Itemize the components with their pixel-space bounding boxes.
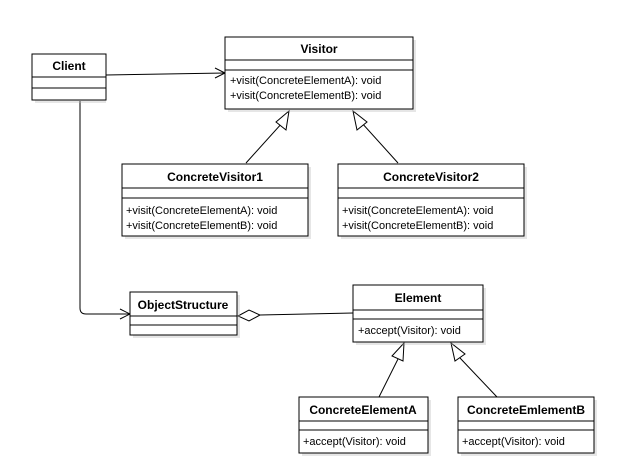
class-name: ConcreteEmlementB	[467, 403, 585, 417]
class-name: ConcreteVisitor2	[383, 170, 479, 184]
relation-elementa-generalization	[378, 341, 405, 398]
relations	[79, 67, 498, 398]
class-concrete-element-b[interactable]: ConcreteEmlementB +accept(Visitor): void	[457, 396, 597, 456]
generalization-triangle-icon	[275, 109, 290, 131]
class-member: +visit(ConcreteElementA): void	[230, 75, 381, 87]
class-member: +visit(ConcreteElementA): void	[126, 205, 277, 217]
generalization-triangle-icon	[391, 341, 405, 362]
class-member: +accept(Visitor): void	[358, 325, 461, 337]
class-member: +accept(Visitor): void	[303, 436, 406, 448]
generalization-triangle-icon	[352, 109, 368, 131]
class-member: +accept(Visitor): void	[462, 436, 565, 448]
class-name: Client	[52, 59, 85, 73]
generalization-triangle-icon	[450, 341, 466, 362]
relation-client-visitor	[105, 67, 227, 79]
class-name: ConcreteVisitor1	[167, 170, 263, 184]
class-client[interactable]: Client	[31, 53, 107, 103]
relation-elementb-generalization	[450, 341, 498, 398]
relation-visitor1-generalization	[245, 109, 290, 164]
class-name: Visitor	[300, 42, 337, 56]
class-concrete-visitor1[interactable]: ConcreteVisitor1 +visit(ConcreteElementA…	[121, 163, 311, 239]
class-member: +visit(ConcreteElementB): void	[126, 220, 277, 232]
relation-visitor2-generalization	[352, 109, 399, 164]
class-name: ObjectStructure	[138, 298, 229, 312]
class-object-structure[interactable]: ObjectStructure	[129, 291, 240, 338]
class-name: Element	[395, 291, 442, 305]
class-name: ConcreteElementA	[309, 403, 417, 417]
class-concrete-element-a[interactable]: ConcreteElementA +accept(Visitor): void	[298, 396, 431, 456]
class-visitor[interactable]: Visitor +visit(ConcreteElementA): void +…	[224, 36, 416, 112]
aggregation-diamond-icon	[236, 309, 262, 322]
class-element[interactable]: Element +accept(Visitor): void	[352, 284, 486, 345]
relation-objectstructure-element	[236, 309, 354, 322]
class-member: +visit(ConcreteElementA): void	[342, 205, 493, 217]
class-member: +visit(ConcreteElementB): void	[230, 90, 381, 102]
class-member: +visit(ConcreteElementB): void	[342, 220, 493, 232]
class-concrete-visitor2[interactable]: ConcreteVisitor2 +visit(ConcreteElementA…	[337, 163, 527, 239]
